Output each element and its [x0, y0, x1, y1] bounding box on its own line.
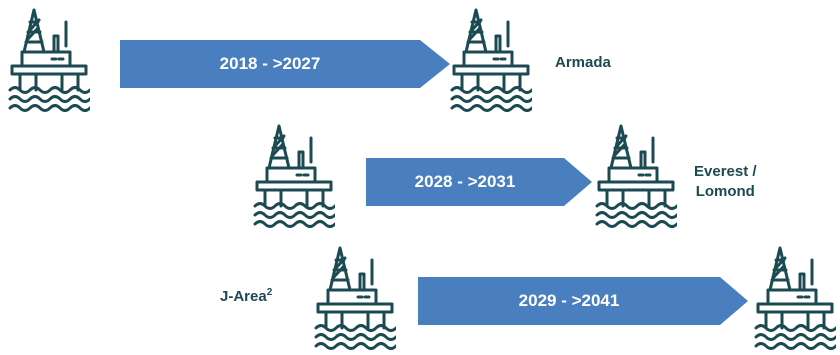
oil-platform-icon	[450, 6, 532, 112]
field-name-everest-lomond: Everest / Lomond	[694, 163, 757, 200]
oil-platform-icon	[754, 244, 836, 350]
period-label: 2029 - >2041	[518, 291, 620, 310]
field-name-j-area: J-Area2	[220, 287, 273, 306]
field-name-armada: Armada	[555, 54, 611, 71]
period-label: 2018 - >2027	[219, 54, 321, 73]
period-arrow-armada: 2018 - >2027	[120, 40, 450, 88]
oil-platform-icon	[8, 6, 90, 112]
period-arrow-j-area: 2029 - >2041	[418, 277, 748, 325]
oil-platform-icon	[595, 122, 677, 228]
oil-platform-icon	[314, 244, 396, 350]
oil-platform-icon	[253, 122, 335, 228]
period-arrow-everest-lomond: 2028 - >2031	[366, 158, 592, 206]
period-label: 2028 - >2031	[414, 172, 516, 191]
